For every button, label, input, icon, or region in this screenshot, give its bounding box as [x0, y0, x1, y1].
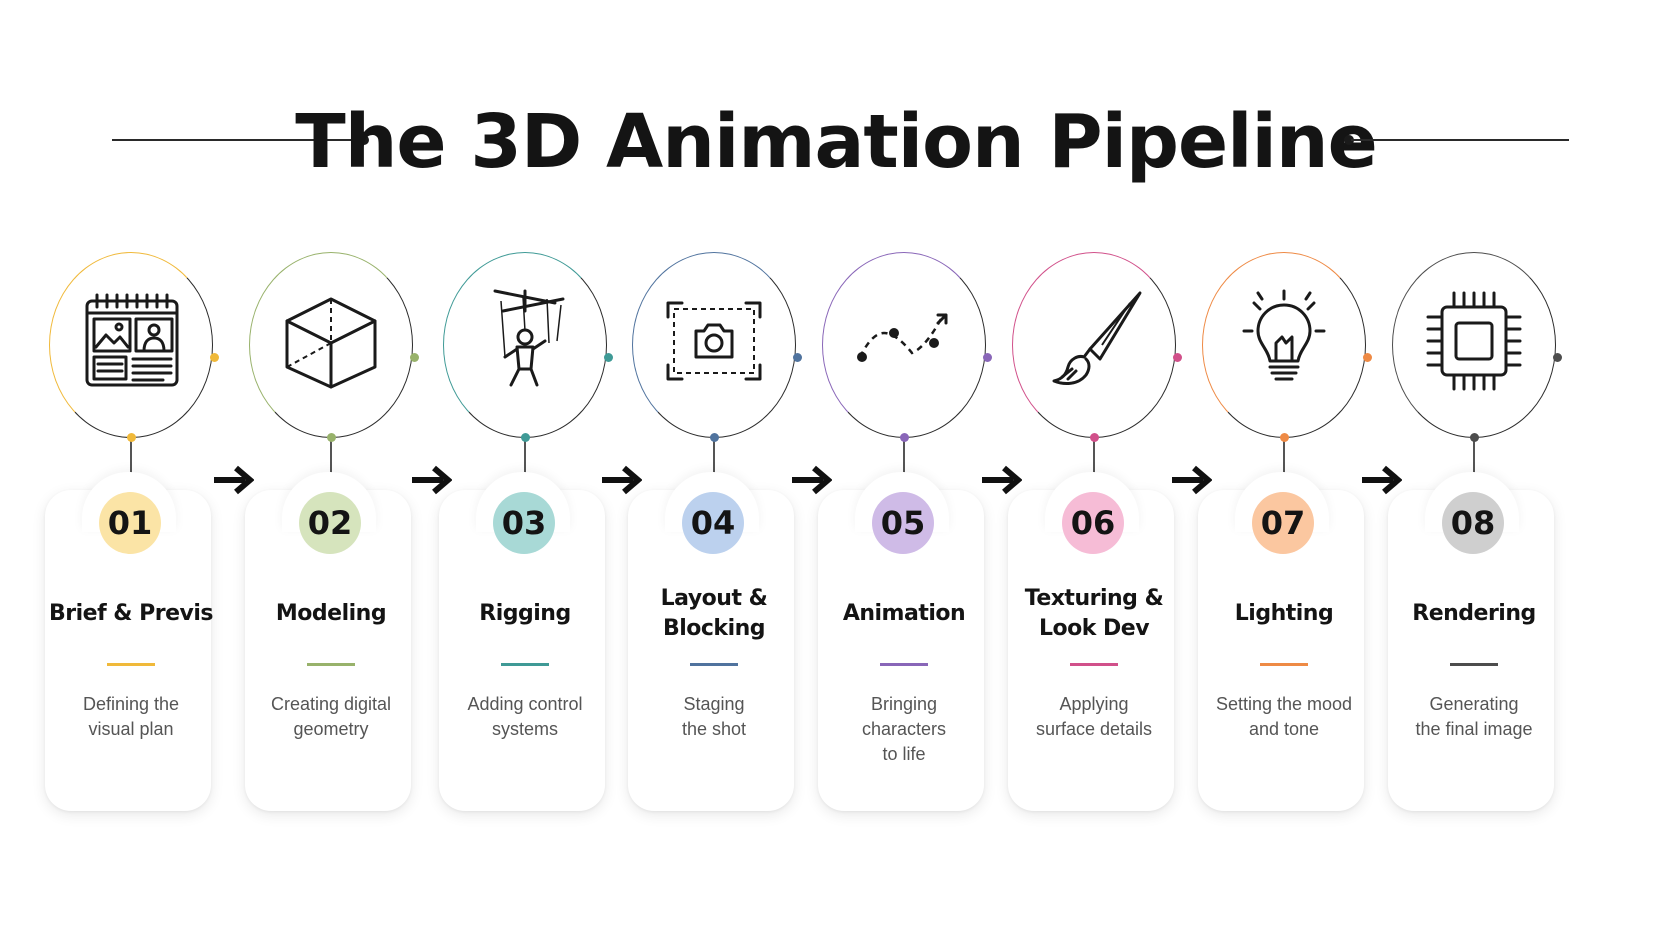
stage-underline: [1450, 663, 1498, 666]
stage-ring: [1392, 252, 1556, 438]
stage-number-badge: 08: [1442, 492, 1504, 554]
stage-description: Setting the mood and tone: [1215, 694, 1353, 739]
pipeline-stage: 06 Texturing & Look Dev Applying surface…: [1004, 0, 1182, 941]
ring-dot-side: [210, 353, 219, 362]
ring-dot-bottom: [710, 433, 719, 442]
pipeline-stage: 04 Layout & Blocking Staging the shot: [624, 0, 802, 941]
cube-icon: [281, 281, 381, 401]
stage-description: Generating the final image: [1415, 694, 1533, 739]
flow-arrow-icon: [981, 463, 1023, 497]
stage-title: Texturing & Look Dev: [1024, 586, 1164, 641]
ring-dot-bottom: [1470, 433, 1479, 442]
stage-underline: [690, 663, 738, 666]
stage-title: Lighting: [1234, 601, 1334, 626]
stage-connector: [903, 440, 905, 478]
pipeline-stage: 08 Rendering Generating the final image: [1384, 0, 1562, 941]
stage-number-badge: 02: [299, 492, 361, 554]
stage-ring: [1202, 252, 1366, 438]
stage-ring: [632, 252, 796, 438]
stage-description: Adding control systems: [467, 694, 583, 739]
stage-underline: [1260, 663, 1308, 666]
lightbulb-icon: [1234, 281, 1334, 401]
pipeline-stage: 02 Modeling Creating digital geometry: [241, 0, 419, 941]
stage-description: Creating digital geometry: [270, 694, 392, 739]
stage-title: Rendering: [1412, 601, 1536, 626]
motion-path-icon: [854, 281, 954, 401]
title-rule-dot-left: [359, 135, 369, 145]
flow-arrow-icon: [1171, 463, 1213, 497]
ring-dot-bottom: [521, 433, 530, 442]
ring-dot-side: [793, 353, 802, 362]
ring-dot-side: [1363, 353, 1372, 362]
processor-chip-icon: [1424, 281, 1524, 401]
ring-dot-bottom: [1280, 433, 1289, 442]
title-rule-left: [112, 139, 360, 141]
stage-number-badge: 06: [1062, 492, 1124, 554]
stage-description: Bringing characters to life: [861, 694, 947, 764]
flow-arrow-icon: [411, 463, 453, 497]
stage-underline: [501, 663, 549, 666]
pipeline-stage: 05 Animation Bringing characters to life: [814, 0, 992, 941]
flow-arrow-icon: [1361, 463, 1403, 497]
stage-connector: [130, 440, 132, 478]
ring-dot-bottom: [900, 433, 909, 442]
storyboard-icon: [81, 281, 181, 401]
flow-arrow-icon: [601, 463, 643, 497]
stage-underline: [107, 663, 155, 666]
stage-connector: [330, 440, 332, 478]
flow-arrow-icon: [213, 463, 255, 497]
camera-frame-icon: [664, 281, 764, 401]
stage-number-badge: 07: [1252, 492, 1314, 554]
flow-arrow-icon: [791, 463, 833, 497]
stage-title: Layout & Blocking: [660, 586, 768, 641]
pipeline-stage: 01 Brief & Previs Defining the visual pl…: [41, 0, 219, 941]
stage-connector: [1093, 440, 1095, 478]
stage-description: Staging the shot: [681, 694, 747, 739]
stage-number-badge: 03: [493, 492, 555, 554]
stage-underline: [1070, 663, 1118, 666]
stage-number-badge: 04: [682, 492, 744, 554]
stage-title: Brief & Previs: [48, 601, 214, 626]
title-rule-right: [1351, 139, 1569, 141]
title-rule-dot-right: [1344, 135, 1354, 145]
stage-description: Applying surface details: [1035, 694, 1153, 739]
ring-dot-side: [1553, 353, 1562, 362]
ring-dot-side: [983, 353, 992, 362]
paintbrush-icon: [1044, 281, 1144, 401]
stage-connector: [1283, 440, 1285, 478]
stage-connector: [524, 440, 526, 478]
ring-dot-bottom: [127, 433, 136, 442]
stage-title: Animation: [842, 601, 966, 626]
stage-connector: [713, 440, 715, 478]
ring-dot-side: [410, 353, 419, 362]
pipeline-stage: 03 Rigging Adding control systems: [435, 0, 613, 941]
page-title: The 3D Animation Pipeline: [295, 99, 1378, 185]
stage-connector: [1473, 440, 1475, 478]
ring-dot-bottom: [1090, 433, 1099, 442]
stage-title: Modeling: [275, 601, 387, 626]
puppet-icon: [475, 281, 575, 401]
stage-underline: [880, 663, 928, 666]
stage-number-badge: 05: [872, 492, 934, 554]
ring-dot-side: [604, 353, 613, 362]
ring-dot-side: [1173, 353, 1182, 362]
title-row: The 3D Animation Pipeline: [0, 92, 1672, 192]
pipeline-stage: 07 Lighting Setting the mood and tone: [1194, 0, 1372, 941]
stage-title: Rigging: [479, 601, 571, 626]
ring-dot-bottom: [327, 433, 336, 442]
stage-description: Defining the visual plan: [82, 694, 180, 739]
stage-number-badge: 01: [99, 492, 161, 554]
stage-underline: [307, 663, 355, 666]
